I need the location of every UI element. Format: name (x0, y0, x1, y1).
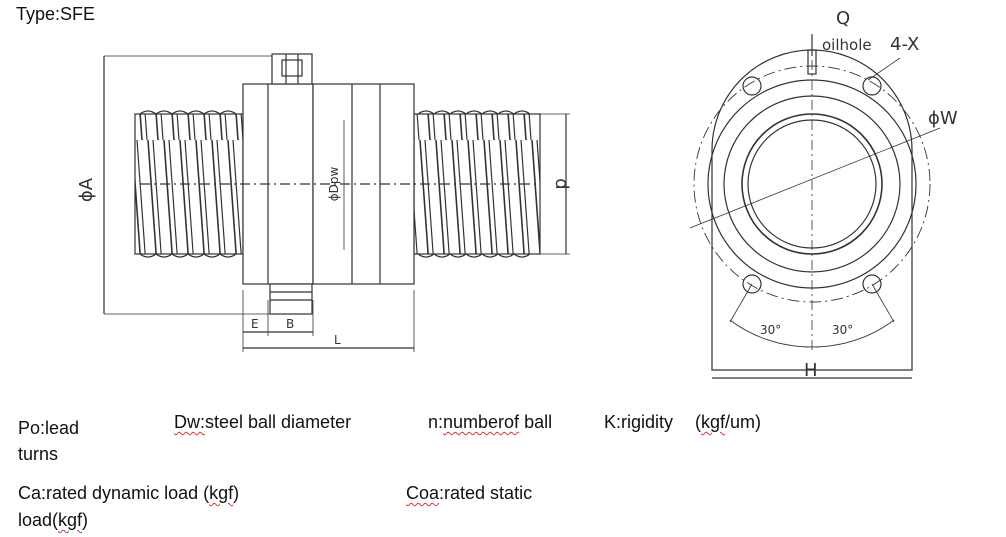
dim-h: H (804, 360, 818, 381)
angle-right: 30° (832, 323, 853, 337)
dim-b: B (286, 317, 294, 331)
legend-n-prefix: n: (428, 412, 444, 432)
legend-coa-prefix: Coa (406, 483, 440, 503)
legend-ca-text: Ca:rated dynamic load ( (18, 483, 210, 503)
legend-ca-line2: load(kgf) (18, 510, 88, 531)
legend-n-word: numberof (443, 412, 520, 432)
oilhole-label: oilhole (822, 36, 872, 54)
legend-k-label: K:rigidity (604, 412, 674, 432)
dim-e: E (251, 317, 259, 331)
angle-left: 30° (760, 323, 781, 337)
legend-ca2-text: load( (18, 510, 59, 530)
legend-po-line2: turns (18, 444, 59, 464)
holes-label: 4-X (890, 34, 919, 55)
legend-n-rest: ball (519, 412, 553, 432)
end-view (689, 34, 941, 379)
dim-w: ϕW (928, 108, 958, 129)
side-view (103, 53, 570, 352)
legend-ca-word: kgf (209, 483, 234, 503)
legend-ca2-word: kgf (58, 510, 83, 530)
legend-ca: Ca:rated dynamic load (kgf) (18, 483, 239, 504)
legend-n: n:numberof ball (428, 412, 552, 433)
dim-q: Q (836, 8, 850, 29)
legend-dw-rest: steel ball diameter (205, 412, 352, 432)
technical-drawing: ϕA ϕDpw d E B L Q oilhole 4-X ϕW 30° (76, 8, 958, 381)
dim-length: L (334, 333, 341, 347)
legend-k-unit: /um) (725, 412, 762, 432)
legend-k-word: kgf (701, 412, 726, 432)
legend-dw: Dw:steel ball diameter (174, 412, 351, 433)
legend-coa-rest: :rated static (439, 483, 533, 503)
legend-k-open: ( (695, 412, 702, 432)
legend-ca-close: ) (233, 483, 240, 503)
type-label: Type:SFE (16, 4, 96, 24)
legend-po-line1: Po:lead (18, 418, 80, 438)
legend-dw-prefix: Dw: (174, 412, 205, 432)
dim-outer-diameter: ϕA (76, 177, 97, 202)
legend-k: K:rigidity (kgf/um) (604, 412, 761, 433)
dim-ball-circle: ϕDpw (327, 167, 341, 202)
dim-shaft: d (551, 178, 572, 189)
legend-ca2-close: ) (82, 510, 89, 530)
legend-coa: Coa:rated static (406, 483, 532, 504)
